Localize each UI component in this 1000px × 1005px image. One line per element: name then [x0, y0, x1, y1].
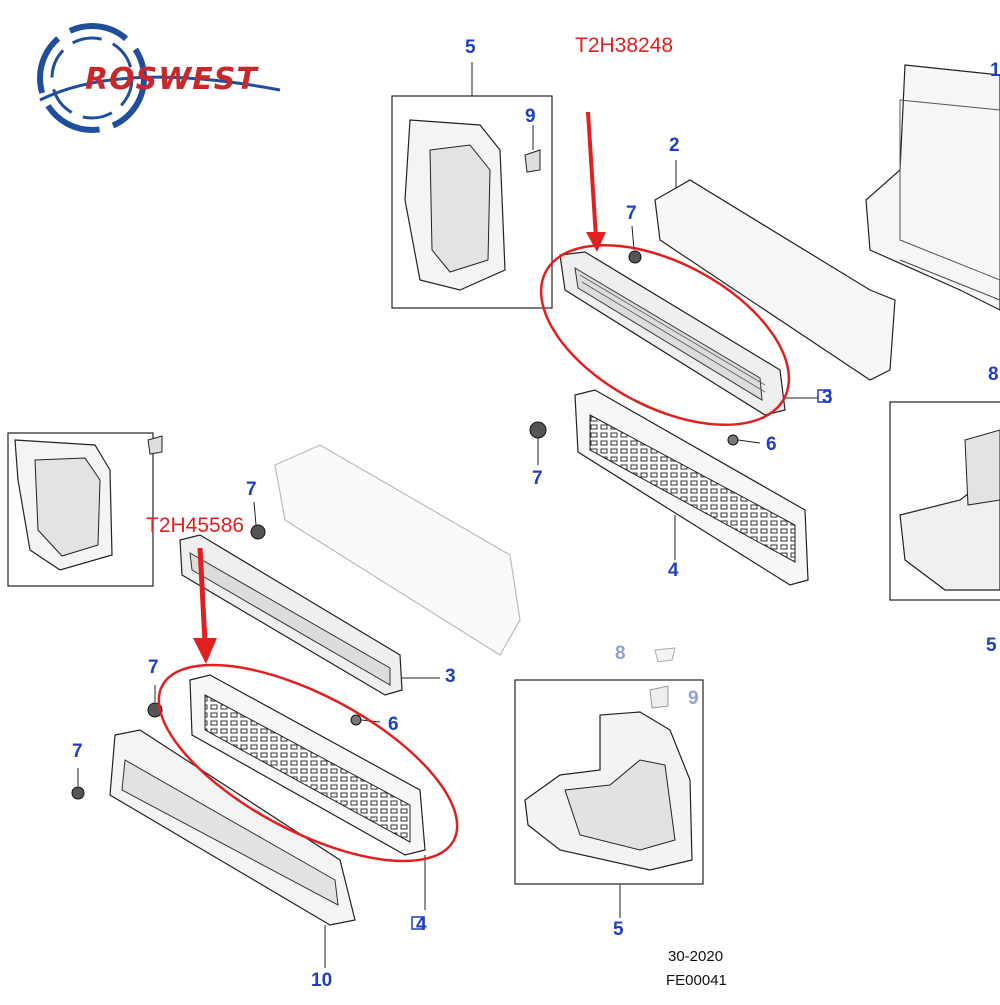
callout-5-top: 5: [465, 37, 476, 58]
callout-6-lower: 6: [388, 714, 399, 735]
callout-7-e: 7: [72, 741, 83, 762]
part-number-upper: T2H38248: [575, 34, 674, 57]
callout-7-c: 7: [246, 479, 257, 500]
ref-marker-3: [817, 389, 831, 403]
upper-duct-assembly: [559, 160, 896, 416]
highlight-ellipse-upper: [539, 243, 791, 427]
logo-wordmark: ROSWEST: [85, 62, 258, 97]
red-arrow-lower: [193, 547, 217, 664]
callout-3-lower: 3: [445, 666, 456, 687]
callout-1-edge: 1: [990, 60, 1000, 81]
bottom-lip: [71, 729, 426, 968]
highlight-ellipse-lower: [157, 663, 459, 863]
part-number-lower: T2H45586: [146, 514, 245, 537]
callout-8-edge: 8: [988, 364, 999, 385]
callout-6-upper: 6: [766, 434, 777, 455]
callout-9-faded: 9: [688, 688, 699, 709]
red-arrow-upper: [586, 111, 606, 252]
inset-box-left: [7, 432, 163, 587]
lower-duct-assembly: [179, 444, 521, 696]
callout-7-d: 7: [148, 657, 159, 678]
callout-7-a: 7: [626, 203, 637, 224]
callout-9-top: 9: [525, 106, 536, 127]
footer-figure-code: FE00041: [666, 972, 727, 989]
footer-date-code: 30-2020: [668, 948, 724, 965]
callout-5-bottom: 5: [613, 919, 624, 940]
callout-2: 2: [669, 135, 680, 156]
callout-7-b: 7: [532, 468, 543, 489]
lower-grille: [147, 674, 426, 856]
inset-box-top: [391, 62, 553, 309]
callout-10: 10: [311, 970, 333, 991]
callout-4-lower: 4: [416, 914, 427, 935]
callout-4-upper: 4: [668, 560, 679, 581]
callout-5-right: 5: [986, 635, 997, 656]
brand-logo: [37, 23, 281, 133]
ref-marker-4: [411, 916, 425, 930]
duct-top-right: [865, 64, 1000, 311]
inset-box-bottom: [514, 647, 704, 918]
callout-8-faded: 8: [615, 643, 626, 664]
inset-box-right: [889, 401, 1000, 601]
upper-grille: [529, 389, 818, 586]
callout-3-upper: 3: [822, 387, 833, 408]
